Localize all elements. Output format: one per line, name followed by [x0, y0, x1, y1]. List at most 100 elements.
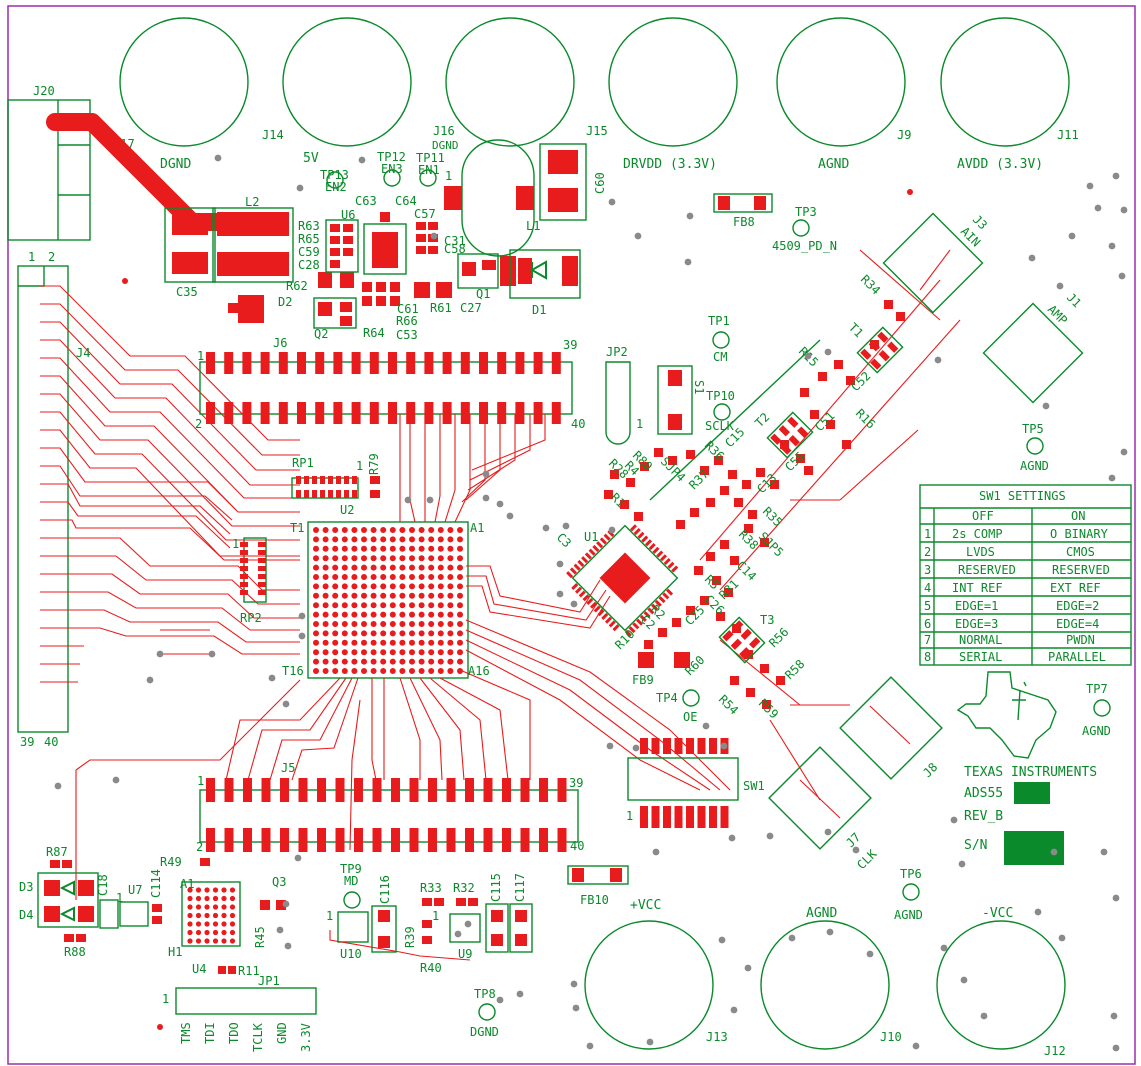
r65-ref: R65 [298, 232, 320, 246]
r35-ref: R35 [760, 504, 785, 529]
texas-instruments-logo-icon [956, 671, 1057, 759]
tp9-signal: MD [344, 874, 358, 888]
c117-ref: C117 [513, 873, 527, 902]
jp1-pin1: 1 [162, 992, 169, 1006]
tp8-signal: DGND [470, 1025, 499, 1039]
sw1-col-off: OFF [972, 509, 994, 523]
tp7-signal: AGND [1082, 724, 1111, 738]
sw1-ref: SW1 [743, 779, 765, 793]
sw1-row-off: EDGE=1 [955, 599, 998, 613]
rp1-pin1: 1 [356, 459, 363, 473]
tp11-ref: TP11 [416, 151, 445, 165]
tp7-ref: TP7 [1086, 682, 1108, 696]
tp12-signal: EN3 [381, 162, 403, 176]
power-trace [46, 113, 247, 231]
jp2-ref: JP2 [606, 345, 628, 359]
tp3-signal: 4509_PD_N [772, 239, 837, 253]
r88-ref: R88 [64, 945, 86, 959]
j6-pin2: 2 [195, 417, 202, 431]
agnd-bottom-label: AGND [806, 906, 837, 921]
c57-ref: C57 [414, 207, 436, 221]
drvdd-label: DRVDD (3.3V) [623, 157, 717, 172]
j4-pin39: 39 [20, 735, 34, 749]
t2-ref: T2 [752, 410, 772, 430]
j1-sma [982, 302, 1084, 404]
r64-ref: R64 [363, 326, 385, 340]
r79-ref: R79 [367, 453, 381, 475]
r34-ref: R34 [858, 272, 883, 297]
tp11-signal: EN1 [418, 163, 440, 177]
tp10-signal: SCLK [705, 419, 735, 433]
c52-ref: C52 [848, 369, 873, 394]
r87-ref: R87 [46, 845, 68, 859]
sw1-row-off: NORMAL [959, 633, 1002, 647]
sw1-row-off: LVDS [966, 545, 995, 559]
j5-pin39: 39 [569, 776, 583, 790]
sw1-row-on: O BINARY [1050, 527, 1109, 541]
r63-ref: R63 [298, 219, 320, 233]
t1-ref: T1 [846, 320, 866, 340]
rp2-pin1: 1 [232, 537, 239, 551]
j5-pin1: 1 [197, 774, 204, 788]
top-jacks [119, 17, 1070, 147]
tp6-ref: TP6 [900, 867, 922, 881]
tp4-signal: OE [683, 710, 697, 724]
u6-ref: U6 [341, 208, 355, 222]
r56-ref: R56 [766, 625, 791, 650]
l1-pin1: 1 [445, 169, 452, 183]
sw1-row-off: RESERVED [958, 563, 1016, 577]
part-number: ADS55 [964, 786, 1003, 801]
c63-ref: C63 [355, 194, 377, 208]
l2-ref: L2 [245, 195, 259, 209]
s1-ref: S1 [692, 380, 706, 394]
sw1-col-on: ON [1071, 509, 1085, 523]
j16-dgnd-label: DGND [432, 139, 459, 152]
u2-ref: U2 [340, 503, 354, 517]
tp10-ref: TP10 [706, 389, 735, 403]
tp12-ref: TP12 [377, 150, 406, 164]
tp6-signal: AGND [894, 908, 923, 922]
board-outline [7, 5, 1136, 1065]
tp5-signal: AGND [1020, 459, 1049, 473]
r32-ref: R32 [453, 881, 475, 895]
r62-ref: R62 [286, 279, 308, 293]
tp8-ref: TP8 [474, 987, 496, 1001]
bga-t1-label: T1 [290, 521, 304, 535]
tp5-ref: TP5 [1022, 422, 1044, 436]
q3-ref: Q3 [272, 875, 286, 889]
j6-pin39: 39 [563, 338, 577, 352]
c60-ref: C60 [593, 172, 607, 194]
j14-ref: J14 [262, 128, 284, 142]
c116-ref: C116 [378, 875, 392, 904]
u4-a1-label: A1 [180, 877, 194, 891]
j1-ref: J1 [1064, 290, 1084, 310]
r45-ref: R45 [253, 926, 267, 948]
r59-ref: R59 [756, 696, 781, 721]
c28-ref: C28 [298, 258, 320, 272]
dgnd-label: DGND [160, 157, 191, 172]
u7-ref: U7 [128, 883, 142, 897]
c61-ref: C61 [397, 302, 419, 316]
r16-ref: R16 [853, 406, 878, 431]
jtag-pin-label: TDO [227, 1022, 241, 1044]
l1-ref: L1 [526, 219, 540, 233]
j4-pin2: 2 [48, 250, 55, 264]
j8-sma [839, 676, 943, 780]
sw1-row-on: PWDN [1066, 633, 1095, 647]
jtag-pin-label: TCLK [251, 1022, 265, 1052]
j7-sma [768, 746, 872, 850]
avdd-label: AVDD (3.3V) [957, 157, 1043, 172]
fb9-ref: FB9 [632, 673, 654, 687]
t2-transformer [766, 411, 814, 459]
sw1-row-num: 6 [924, 617, 931, 631]
j16-ref: J16 [433, 124, 455, 138]
bga-t16-label: T16 [282, 664, 304, 678]
sw1-row-on: EDGE=4 [1056, 617, 1099, 631]
j7-ref: J7 [843, 830, 863, 850]
jp2-pin1: 1 [636, 417, 643, 431]
j8-ref: J8 [920, 760, 940, 780]
sw1-row-num: 1 [924, 527, 931, 541]
sw1-rows: 1 2s COMP O BINARY 2 LVDS CMOS 3 RESERVE… [924, 527, 1110, 664]
sjp4-ref: SJP4 [658, 454, 688, 484]
u4-h1-label: H1 [168, 945, 182, 959]
